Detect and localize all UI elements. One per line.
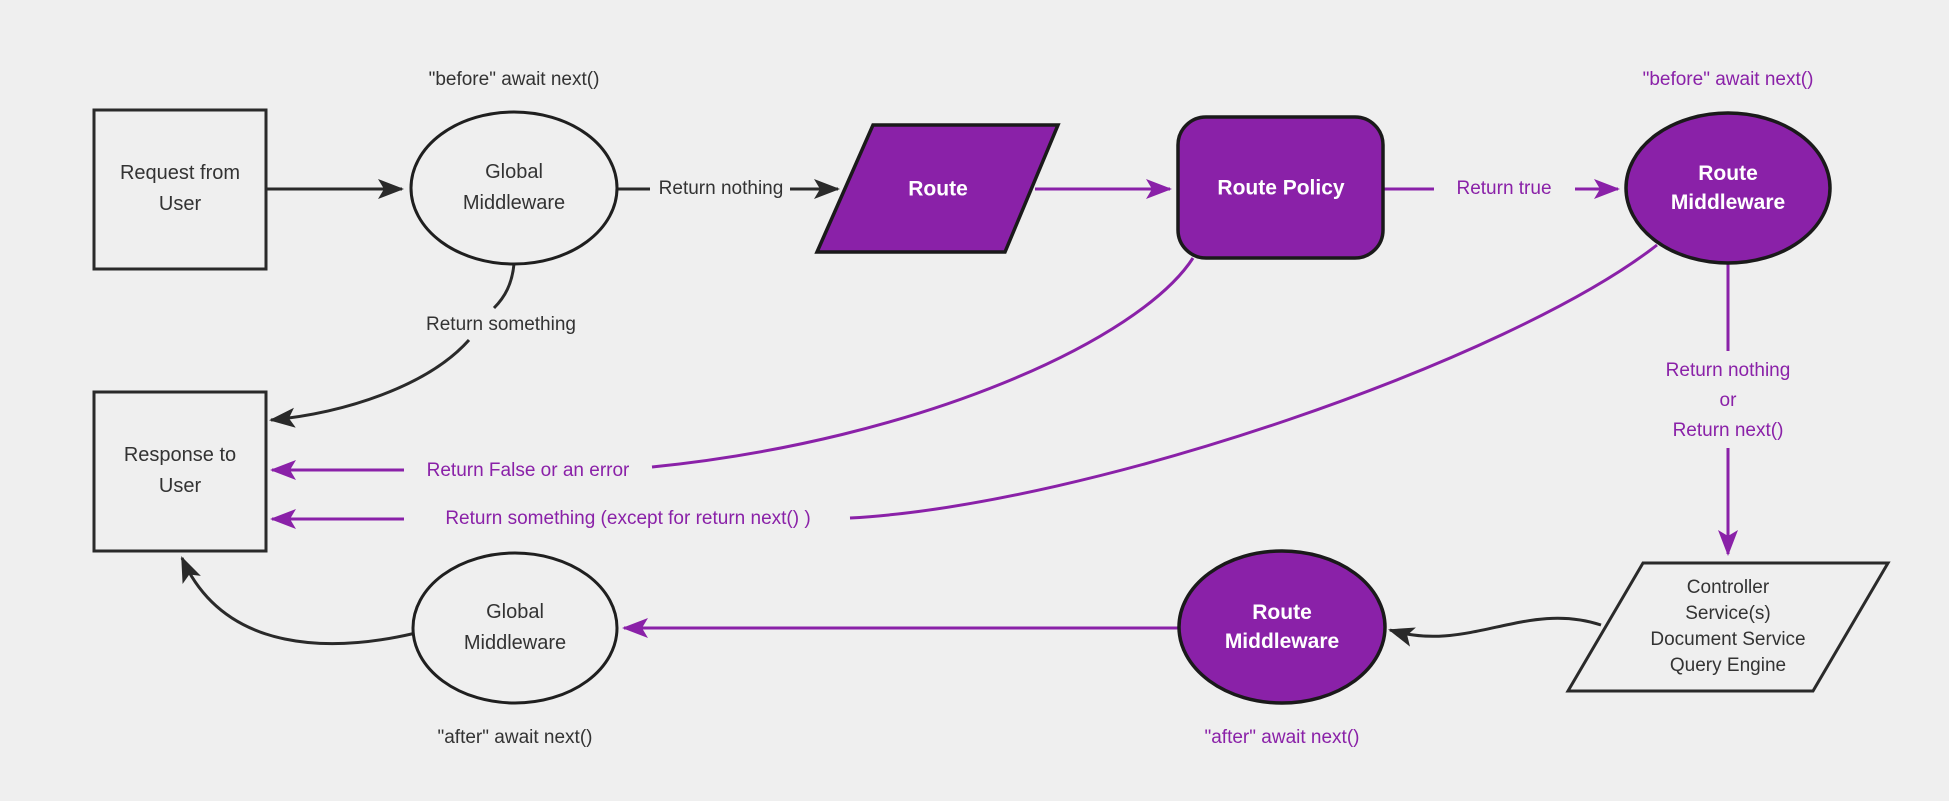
route-node xyxy=(814,123,1061,254)
global-middleware-bottom-node xyxy=(411,551,619,705)
edge-controller-to-route-middleware-bottom xyxy=(1388,616,1602,647)
global-middleware-top-label-line2: Middleware xyxy=(462,192,566,214)
route-policy-label-line1: Route Policy xyxy=(1217,176,1345,200)
route-middleware-bottom-label-line1: Route xyxy=(1252,601,1312,624)
before-await-next-route-label: "before" await next() xyxy=(1642,69,1814,90)
edge-global-middleware-return-something-to-response xyxy=(269,263,516,428)
return-nothing-or-next-line3: Return next() xyxy=(1672,420,1784,441)
controller-services-label-line4: Query Engine xyxy=(1669,655,1787,676)
controller-services-label-line1: Controller xyxy=(1686,577,1770,598)
controller-services-label-line2: Service(s) xyxy=(1685,603,1771,624)
response-to-user-node xyxy=(92,390,268,553)
return-something-except-label: Return something (except for return next… xyxy=(445,508,811,529)
return-true-label: Return true xyxy=(1456,178,1552,199)
controller-services-node xyxy=(1565,561,1891,693)
route-label: Route xyxy=(908,175,968,204)
global-middleware-top-label-line1: Global xyxy=(485,161,543,183)
return-nothing-label: Return nothing xyxy=(658,178,784,199)
route-policy-label: Route Policy xyxy=(1217,174,1344,203)
global-middleware-top-label: Global Middleware xyxy=(463,157,565,219)
route-middleware-bottom-label: Route Middleware xyxy=(1225,598,1339,656)
request-from-user-node xyxy=(92,108,268,271)
request-from-user-label: Request from User xyxy=(120,158,240,220)
route-middleware-top-label: Route Middleware xyxy=(1671,159,1785,217)
route-middleware-bottom-node xyxy=(1177,549,1387,705)
response-to-user-label-line2: User xyxy=(158,475,202,497)
edge-route-middleware-return-something-to-response xyxy=(270,243,1658,529)
route-middleware-top-label-line1: Route xyxy=(1698,162,1758,185)
global-middleware-bottom-label-line2: Middleware xyxy=(463,632,567,654)
after-await-next-route-label: "after" await next() xyxy=(1204,727,1360,748)
after-await-next-global-label: "after" await next() xyxy=(437,727,593,748)
route-middleware-bottom-label-line2: Middleware xyxy=(1224,630,1340,653)
controller-services-label: Controller Service(s) Document Service Q… xyxy=(1650,575,1805,679)
edge-global-middleware-bottom-to-response xyxy=(180,556,417,646)
request-from-user-label-line1: Request from xyxy=(119,162,241,184)
before-await-next-global-label: "before" await next() xyxy=(428,69,600,90)
global-middleware-top-node xyxy=(409,110,619,266)
request-from-user-label-line2: User xyxy=(158,193,202,215)
return-something-label: Return something xyxy=(426,314,576,335)
return-nothing-or-next-line1: Return nothing xyxy=(1665,360,1791,381)
return-nothing-or-next-label: Return nothing or Return next() xyxy=(1666,356,1791,446)
route-label-line1: Route xyxy=(908,177,968,201)
edge-route-policy-return-false-to-response xyxy=(270,257,1195,480)
route-middleware-top-label-line2: Middleware xyxy=(1670,191,1786,214)
response-to-user-label: Response to User xyxy=(124,440,236,502)
route-policy-node xyxy=(1176,115,1385,260)
global-middleware-bottom-label-line1: Global xyxy=(486,601,544,623)
route-middleware-top-node xyxy=(1624,111,1832,265)
return-nothing-or-next-line2: or xyxy=(1719,390,1737,411)
controller-services-label-line3: Document Service xyxy=(1650,629,1806,650)
return-false-or-error-label: Return False or an error xyxy=(426,460,630,481)
response-to-user-label-line1: Response to xyxy=(123,444,237,466)
global-middleware-bottom-label: Global Middleware xyxy=(464,597,566,659)
